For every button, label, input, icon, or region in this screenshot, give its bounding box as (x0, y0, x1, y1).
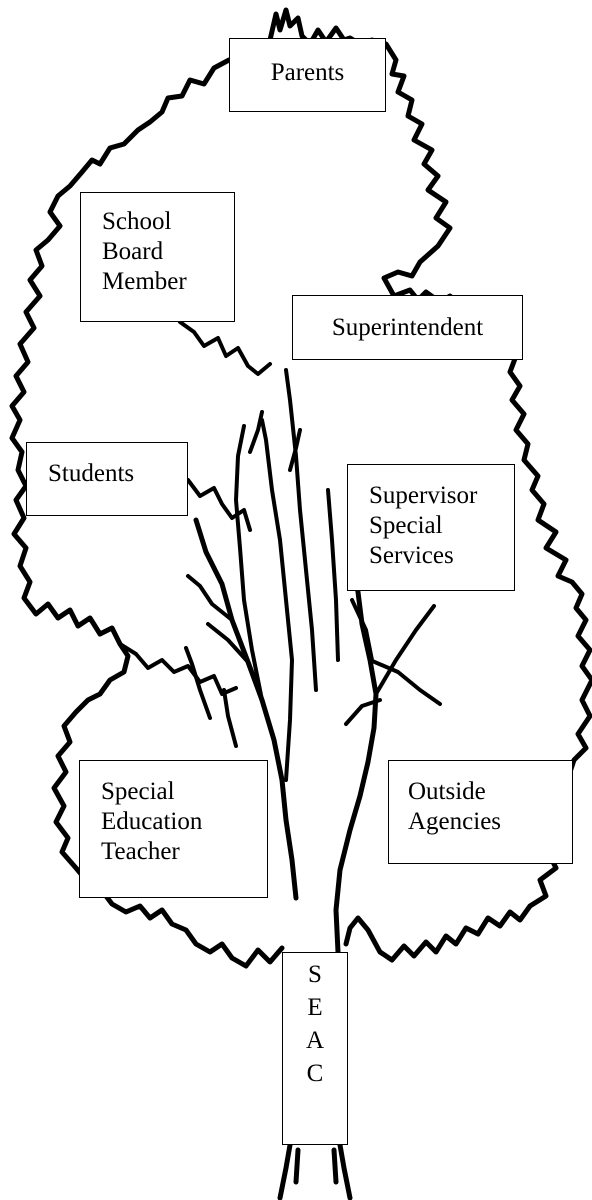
node-teacher-line-2: Education (101, 808, 203, 835)
tree-branch-5 (374, 604, 436, 696)
node-supervisor-line-2: Special (369, 512, 443, 539)
tree-canopy-inner-1 (178, 320, 272, 376)
node-superintendent-line-1: Superintendent (331, 314, 484, 341)
tree-canopy-inner-2 (186, 478, 252, 532)
node-school-board-member-line-2: Board (102, 238, 164, 265)
tree-branch-3 (284, 368, 318, 692)
tree-branch-2 (260, 418, 294, 782)
node-supervisor-special-services: Supervisor Special Services (347, 464, 515, 591)
tree-branch-6 (368, 658, 442, 706)
tree-canopy-outline-left (9, 57, 285, 969)
tree-branch-1 (234, 424, 264, 702)
tree-canopy-inner-3 (118, 642, 238, 696)
node-school-board-member-line-1: School (102, 208, 172, 235)
tree-branch-7 (350, 598, 374, 662)
node-parents: Parents (229, 38, 386, 112)
node-outside-agencies-line-2: Agencies (408, 808, 502, 835)
node-teacher-line-3: Teacher (101, 838, 180, 865)
node-seac-letter-2: E (307, 994, 323, 1021)
tree-root-mid-left (293, 1147, 301, 1185)
node-students-line-1: Students (48, 460, 135, 487)
tree-root-left (277, 1142, 293, 1200)
tree-branch-8 (186, 574, 234, 622)
tree-branch-4 (326, 488, 340, 662)
node-supervisor-line-1: Supervisor (369, 482, 478, 509)
tree-branch-10 (184, 646, 212, 720)
node-special-education-teacher: Special Education Teacher (79, 760, 268, 898)
tree-branch-12 (344, 698, 382, 726)
node-seac: S E A C (282, 952, 348, 1145)
tree-canopy-outline (267, 7, 592, 963)
node-seac-letter-1: S (308, 961, 322, 988)
tree-branch-9 (206, 622, 250, 664)
node-supervisor-line-3: Services (369, 542, 454, 569)
node-superintendent: Superintendent (292, 295, 523, 360)
node-students: Students (26, 442, 188, 516)
tree-branch-13 (248, 410, 264, 454)
tree-root-right (337, 1142, 353, 1200)
node-outside-agencies: Outside Agencies (388, 760, 573, 864)
tree-trunk-right (333, 557, 379, 955)
node-outside-agencies-line-1: Outside (408, 778, 486, 805)
node-seac-letter-3: A (305, 1027, 325, 1054)
tree-branch-14 (288, 428, 302, 472)
tree-branch-11 (222, 688, 238, 748)
node-teacher-line-1: Special (101, 778, 175, 805)
node-school-board-member: School Board Member (80, 192, 235, 322)
tree-root-mid-right (331, 1147, 339, 1185)
node-parents-line-1: Parents (270, 59, 345, 86)
node-school-board-member-line-3: Member (102, 268, 187, 295)
node-seac-letter-4: C (306, 1060, 324, 1087)
